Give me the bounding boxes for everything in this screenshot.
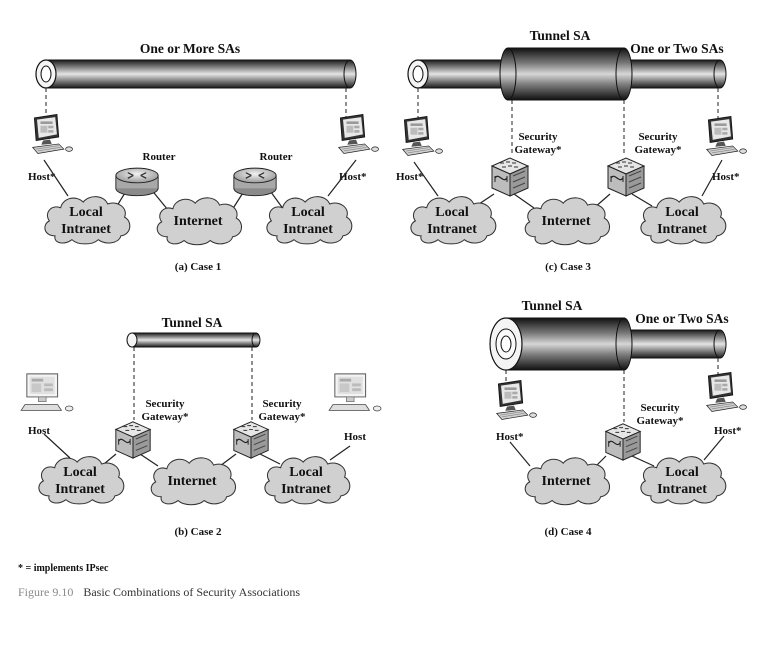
case1-host-left-computer-icon[interactable]	[32, 114, 73, 154]
case4-gateway-icon[interactable]	[605, 423, 641, 461]
case1-cloud-right-line2: Intranet	[283, 222, 333, 237]
case2-cloud-mid: Internet	[168, 474, 217, 489]
case4-caption: (d) Case 4	[544, 526, 592, 538]
case4-inner-pipe-label: One or Two SAs	[635, 311, 728, 326]
case4-panel: Tunnel SA One or Two SAs Host* Host* Sec…	[489, 298, 747, 538]
case4-gw-line1: Security	[640, 402, 680, 414]
figure-caption: Figure 9.10 Basic Combinations of Securit…	[18, 585, 300, 599]
case3-gateway-right-icon[interactable]	[607, 157, 645, 197]
case4-link	[509, 441, 531, 467]
case3-sa-pipes	[407, 47, 727, 101]
case3-cloud-left-line1: Local	[435, 205, 469, 220]
case3-caption: (c) Case 3	[545, 261, 591, 273]
case1-cloud-right-line1: Local	[291, 205, 325, 220]
case1-link	[327, 159, 357, 197]
case1-panel: One or More SAs Host* Host* Router Route…	[28, 41, 379, 273]
case1-link	[43, 159, 69, 197]
case4-cloud-right-line1: Local	[665, 465, 699, 480]
case1-caption: (a) Case 1	[175, 261, 221, 273]
case2-host-right-computer-icon[interactable]	[328, 373, 382, 412]
case1-sa-pipe	[35, 59, 357, 89]
case2-cloud-left-line1: Local	[63, 465, 97, 480]
case4-host-left-label: Host*	[496, 431, 524, 443]
case2-host-right-label: Host	[344, 431, 366, 443]
case4-link	[631, 455, 655, 467]
case1-router-left-label: Router	[143, 151, 176, 163]
case3-cloud-right-line1: Local	[665, 205, 699, 220]
case2-panel: Tunnel SA Host Host Security Gateway* Se…	[20, 315, 382, 538]
case3-cloud-right-line2: Intranet	[657, 222, 707, 237]
case2-gw-right-line2: Gateway*	[258, 411, 306, 423]
case3-host-right-computer-icon[interactable]	[706, 116, 747, 156]
case3-link	[631, 193, 653, 207]
case4-gw-line2: Gateway*	[636, 415, 684, 427]
case1-host-right-label: Host*	[339, 171, 367, 183]
case2-link	[329, 445, 351, 461]
case3-panel: Tunnel SA One or Two SAs Host* Host* Sec…	[396, 28, 747, 273]
case3-gw-right-line2: Gateway*	[634, 144, 682, 156]
case2-link	[43, 433, 71, 459]
case3-host-left-computer-icon[interactable]	[402, 116, 443, 156]
case2-host-left-label: Host	[28, 425, 50, 437]
case4-outer-pipe-label: Tunnel SA	[522, 298, 583, 313]
case4-cloud-mid: Internet	[542, 474, 591, 489]
case4-host-left-computer-icon[interactable]	[496, 380, 537, 420]
ipsec-legend: * = implements IPsec	[18, 563, 109, 574]
case3-link	[513, 193, 535, 209]
case2-gw-right-line1: Security	[262, 398, 302, 410]
case2-link	[259, 453, 281, 465]
case2-cloud-left-line2: Intranet	[55, 482, 105, 497]
case3-host-left-label: Host*	[396, 171, 424, 183]
case2-gw-left-line2: Gateway*	[141, 411, 189, 423]
case1-cloud-left-line2: Intranet	[61, 222, 111, 237]
case3-inner-pipe-label: One or Two SAs	[630, 41, 723, 56]
case1-host-left-label: Host*	[28, 171, 56, 183]
case1-router-right-label: Router	[260, 151, 293, 163]
case1-router-right-icon[interactable]	[233, 167, 277, 197]
case3-gw-right-line1: Security	[638, 131, 678, 143]
case1-pipe-label: One or More SAs	[140, 41, 240, 56]
case3-outer-pipe-label: Tunnel SA	[530, 28, 591, 43]
case2-caption: (b) Case 2	[174, 526, 222, 538]
case1-cloud-mid: Internet	[174, 214, 223, 229]
case2-gateway-right-icon[interactable]	[233, 421, 269, 459]
case3-gw-left-line1: Security	[518, 131, 558, 143]
case3-gw-left-line2: Gateway*	[514, 144, 562, 156]
case2-link	[139, 453, 159, 467]
case4-cloud-right-line2: Intranet	[657, 482, 707, 497]
case2-gateway-left-icon[interactable]	[115, 421, 151, 459]
case2-cloud-right-line2: Intranet	[281, 482, 331, 497]
case4-link	[703, 435, 725, 461]
case2-gw-left-line1: Security	[145, 398, 185, 410]
case2-cloud-right-line1: Local	[289, 465, 323, 480]
case3-link	[701, 159, 723, 197]
case4-host-right-label: Host*	[714, 425, 742, 437]
case2-host-left-computer-icon[interactable]	[20, 373, 74, 412]
case1-cloud-left-line1: Local	[69, 205, 103, 220]
case2-link	[103, 453, 117, 465]
case3-host-right-label: Host*	[712, 171, 740, 183]
case2-pipe-label: Tunnel SA	[162, 315, 223, 330]
case1-host-right-computer-icon[interactable]	[338, 114, 379, 154]
figure-title: Basic Combinations of Security Associati…	[83, 585, 300, 599]
case4-host-right-computer-icon[interactable]	[706, 372, 747, 412]
case4-sa-pipes	[489, 317, 727, 371]
case3-cloud-mid: Internet	[542, 214, 591, 229]
case1-router-left-icon[interactable]	[115, 167, 159, 197]
figure-label: Figure 9.10	[18, 585, 73, 599]
case3-gateway-left-icon[interactable]	[491, 157, 529, 197]
case3-cloud-left-line2: Intranet	[427, 222, 477, 237]
case3-link	[413, 161, 439, 197]
case2-sa-pipe	[126, 332, 261, 348]
